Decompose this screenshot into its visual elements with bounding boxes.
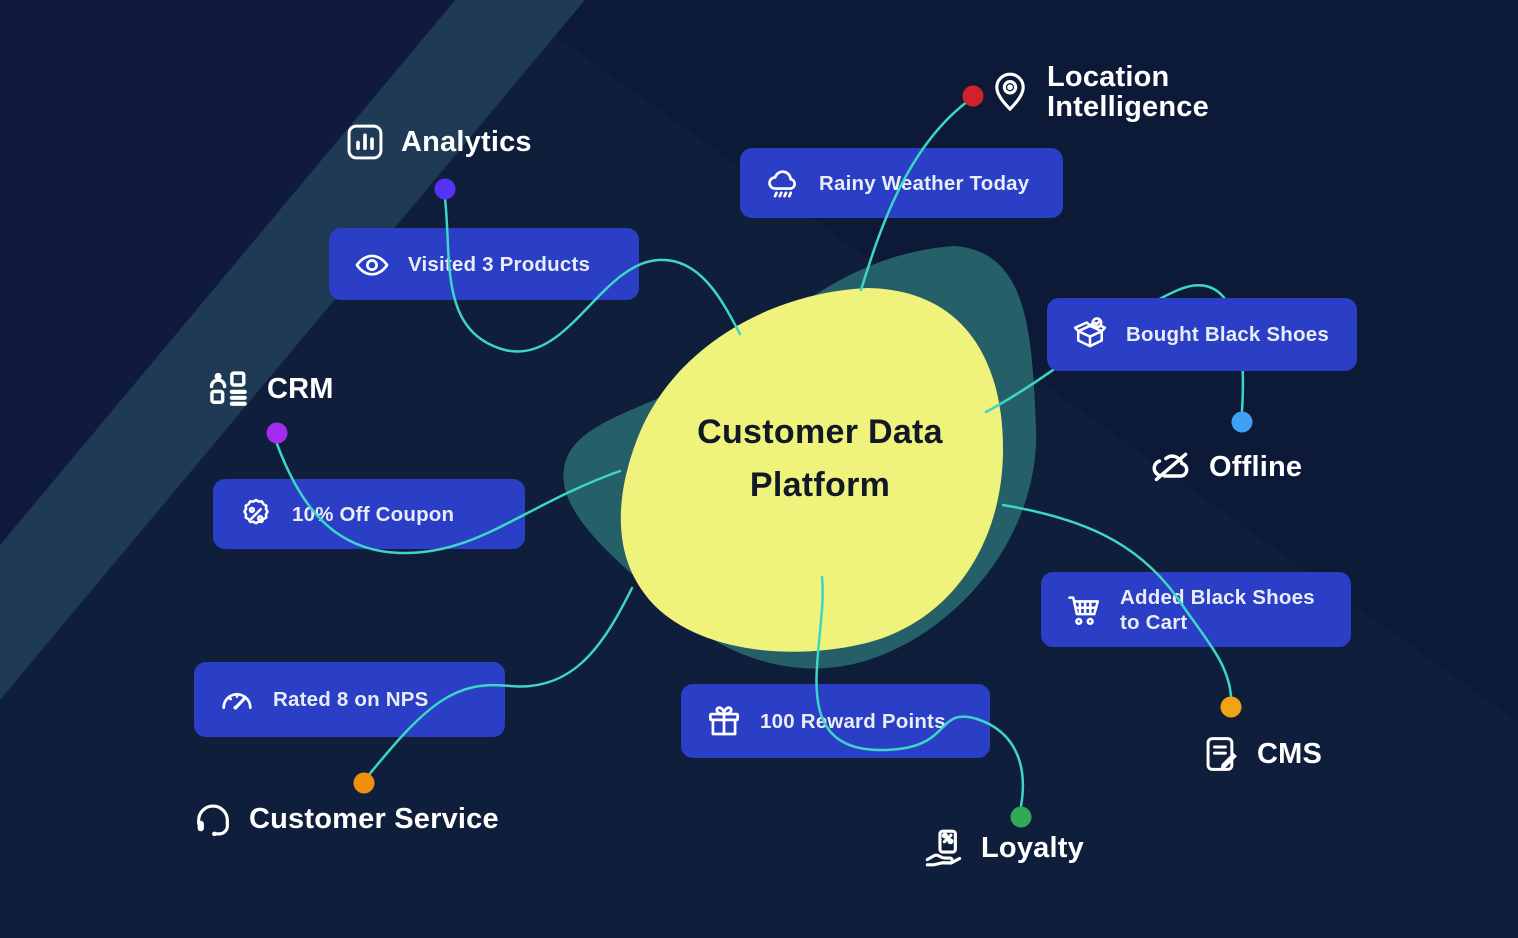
node-cms: CMS	[1200, 733, 1322, 775]
event-added-to-cart: Added Black Shoes to Cart	[1041, 572, 1351, 647]
analytics-icon	[344, 121, 386, 163]
crm-dot	[266, 422, 288, 444]
location-dot	[962, 85, 984, 107]
rain-cloud-icon	[764, 164, 802, 202]
node-offline: Offline	[1148, 444, 1302, 490]
gift-icon	[705, 702, 743, 740]
event-bought-shoes: Bought Black Shoes	[1047, 298, 1357, 371]
event-visited-products: Visited 3 Products	[329, 228, 639, 300]
node-label: CMS	[1257, 737, 1323, 770]
center-title-line1: Customer Data	[697, 413, 943, 451]
event-nps: Rated 8 on NPS	[194, 662, 505, 737]
background-band-slate	[0, 0, 585, 700]
loyalty-dot	[1010, 806, 1032, 828]
event-reward-points: 100 Reward Points	[681, 684, 990, 758]
center-title-line2: Platform	[749, 466, 891, 504]
center-title: Customer Data Platform	[618, 406, 1022, 512]
node-label: CRM	[267, 372, 334, 405]
event-text: Added Black Shoes to Cart	[1120, 585, 1315, 634]
document-edit-icon	[1200, 733, 1242, 775]
eye-icon	[353, 245, 391, 283]
cart-icon	[1065, 591, 1103, 629]
event-text: Bought Black Shoes	[1126, 323, 1329, 346]
event-text: 100 Reward Points	[760, 709, 946, 733]
hand-voucher-icon	[922, 826, 966, 870]
gauge-icon	[218, 681, 256, 719]
cloud-off-icon	[1148, 444, 1194, 490]
node-analytics: Analytics	[344, 121, 532, 163]
node-label: Customer Service	[249, 802, 499, 835]
event-text: 10% Off Coupon	[292, 502, 455, 526]
event-text: Rainy Weather Today	[819, 171, 1030, 195]
node-label: Analytics	[401, 125, 532, 158]
background-band-top-left	[0, 0, 455, 545]
node-loyalty: Loyalty	[922, 826, 1084, 870]
node-customer-service: Customer Service	[192, 798, 499, 840]
crm-contacts-icon	[206, 366, 252, 412]
cms-dot	[1220, 696, 1242, 718]
node-label: Loyalty	[981, 831, 1084, 864]
headset-icon	[192, 798, 234, 840]
event-text: Rated 8 on NPS	[273, 688, 429, 711]
map-pin-icon	[988, 70, 1032, 114]
customer-service-dot	[353, 772, 375, 794]
badge-percent-icon	[237, 495, 275, 533]
box-check-icon	[1071, 316, 1109, 354]
event-coupon: 10% Off Coupon	[213, 479, 525, 549]
node-crm: CRM	[206, 366, 334, 412]
offline-dot	[1231, 411, 1253, 433]
event-text: Visited 3 Products	[408, 252, 591, 276]
node-label: Offline	[1209, 450, 1303, 483]
event-rainy-weather: Rainy Weather Today	[740, 148, 1063, 218]
analytics-dot	[434, 178, 456, 200]
node-location-intelligence: Location Intelligence	[988, 62, 1232, 122]
node-label: Location Intelligence	[1047, 61, 1209, 123]
